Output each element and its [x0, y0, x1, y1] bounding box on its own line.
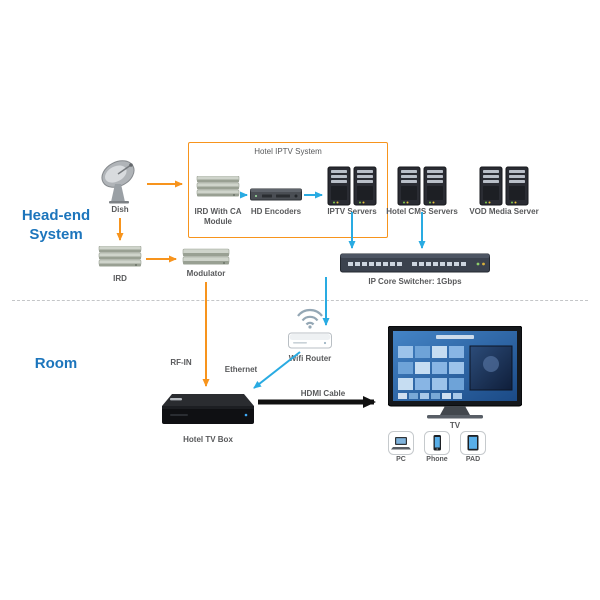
room-section-label: Room — [34, 355, 78, 372]
ethernet-label: Ethernet — [224, 365, 258, 374]
arrow-wifi-router-to-tv-box-ethernet — [253, 351, 301, 389]
modulator-label: Modulator — [186, 269, 226, 278]
tablet-icon — [460, 431, 486, 455]
tv-box-label: Hotel TV Box — [183, 435, 233, 444]
core-switcher-label: IP Core Switcher: 1Gbps — [368, 277, 462, 286]
wifi-router-label: Wifi Router — [288, 354, 332, 363]
receiver-stack-icon — [98, 246, 142, 267]
receiver-stack-icon — [196, 176, 240, 197]
hdmi-cable-label: HDMI Cable — [300, 389, 346, 398]
ird-ca-label: IRD With CA Module — [194, 207, 242, 226]
settop-box-icon — [162, 394, 254, 424]
router-icon — [288, 332, 332, 349]
satellite-dish-icon — [101, 160, 135, 204]
rack-encoder-icon — [250, 188, 302, 201]
wifi-signal-icon — [297, 308, 323, 329]
server-towers-icon — [327, 166, 377, 206]
pad-label: PAD — [465, 456, 481, 463]
dish-label: Dish — [111, 205, 129, 214]
hotel-iptv-system-group-label: Hotel IPTV System — [254, 147, 322, 156]
hd-encoders-label: HD Encoders — [250, 207, 302, 216]
hotel-iptv-system-group — [188, 142, 388, 238]
phone-label: Phone — [426, 456, 448, 463]
tv-icon — [388, 326, 522, 419]
headend-section-label: Head-end System — [21, 207, 91, 243]
receiver-stack-icon — [182, 248, 230, 265]
phone-icon — [424, 431, 450, 455]
section-divider — [12, 300, 588, 301]
server-towers-icon — [479, 166, 529, 206]
cms-servers-label: Hotel CMS Servers — [386, 207, 458, 216]
laptop-icon — [388, 431, 414, 455]
tv-label: TV — [449, 421, 461, 430]
ird-label: IRD — [113, 274, 127, 283]
rack-switch-icon — [340, 253, 490, 273]
iptv-servers-label: IPTV Servers — [327, 207, 377, 216]
vod-server-label: VOD Media Server — [469, 207, 539, 216]
rf-in-label: RF-IN — [170, 358, 192, 367]
pc-label: PC — [396, 456, 406, 463]
server-towers-icon — [397, 166, 447, 206]
